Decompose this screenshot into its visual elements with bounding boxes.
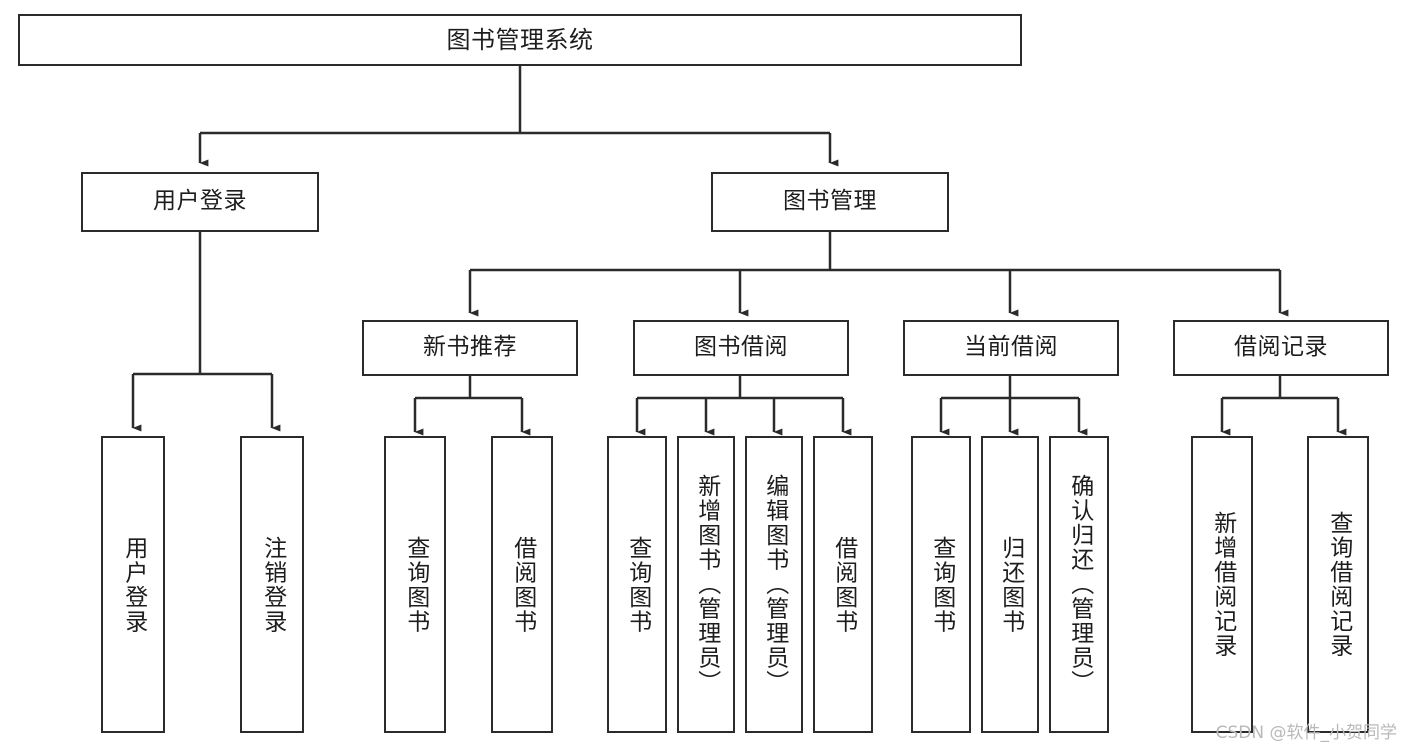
node-label: 用户登录 bbox=[120, 535, 147, 634]
node-leaf-edit-book-admin[interactable]: 编辑图书（管理员） bbox=[745, 436, 803, 733]
node-leaf-borrow-book-1[interactable]: 借阅图书 bbox=[491, 436, 553, 733]
node-label: 图书管理 bbox=[783, 188, 877, 215]
node-label: 图书借阅 bbox=[694, 334, 788, 361]
node-label: 新增图书（管理员） bbox=[693, 474, 720, 695]
node-label: 用户登录 bbox=[153, 188, 247, 215]
node-leaf-add-borrow-record[interactable]: 新增借阅记录 bbox=[1191, 436, 1253, 733]
csdn-watermark: CSDN @软件_小贺同学 bbox=[1215, 723, 1397, 743]
node-leaf-query-book-2[interactable]: 查询图书 bbox=[607, 436, 667, 733]
node-leaf-query-borrow-record[interactable]: 查询借阅记录 bbox=[1307, 436, 1369, 733]
node-leaf-query-book-1[interactable]: 查询图书 bbox=[384, 436, 446, 733]
node-book-borrow[interactable]: 图书借阅 bbox=[633, 320, 849, 376]
node-leaf-query-book-3[interactable]: 查询图书 bbox=[911, 436, 971, 733]
node-root-book-management-system[interactable]: 图书管理系统 bbox=[18, 14, 1022, 66]
node-label: 查询图书 bbox=[928, 535, 955, 634]
node-leaf-confirm-return-admin[interactable]: 确认归还（管理员） bbox=[1049, 436, 1109, 733]
node-label: 借阅图书 bbox=[830, 535, 857, 634]
node-user-login[interactable]: 用户登录 bbox=[81, 172, 319, 232]
node-leaf-add-book-admin[interactable]: 新增图书（管理员） bbox=[677, 436, 735, 733]
node-label: 借阅记录 bbox=[1234, 334, 1328, 361]
node-label: 当前借阅 bbox=[964, 334, 1058, 361]
node-label: 编辑图书（管理员） bbox=[761, 474, 788, 695]
node-leaf-user-login[interactable]: 用户登录 bbox=[101, 436, 165, 733]
node-label: 图书管理系统 bbox=[446, 25, 594, 54]
node-new-book-recommend[interactable]: 新书推荐 bbox=[362, 320, 578, 376]
node-leaf-return-book[interactable]: 归还图书 bbox=[981, 436, 1039, 733]
node-label: 查询图书 bbox=[402, 535, 429, 634]
node-label: 新书推荐 bbox=[423, 334, 517, 361]
node-leaf-borrow-book-2[interactable]: 借阅图书 bbox=[813, 436, 873, 733]
node-label: 查询借阅记录 bbox=[1325, 511, 1352, 658]
node-borrow-record[interactable]: 借阅记录 bbox=[1173, 320, 1389, 376]
node-label: 注销登录 bbox=[259, 535, 286, 634]
node-label: 查询图书 bbox=[624, 535, 651, 634]
node-label: 借阅图书 bbox=[509, 535, 536, 634]
node-label: 归还图书 bbox=[997, 535, 1024, 634]
node-book-management[interactable]: 图书管理 bbox=[711, 172, 949, 232]
node-current-borrow[interactable]: 当前借阅 bbox=[903, 320, 1119, 376]
node-label: 确认归还（管理员） bbox=[1066, 474, 1093, 695]
node-label: 新增借阅记录 bbox=[1209, 511, 1236, 658]
node-leaf-logout-login[interactable]: 注销登录 bbox=[240, 436, 304, 733]
